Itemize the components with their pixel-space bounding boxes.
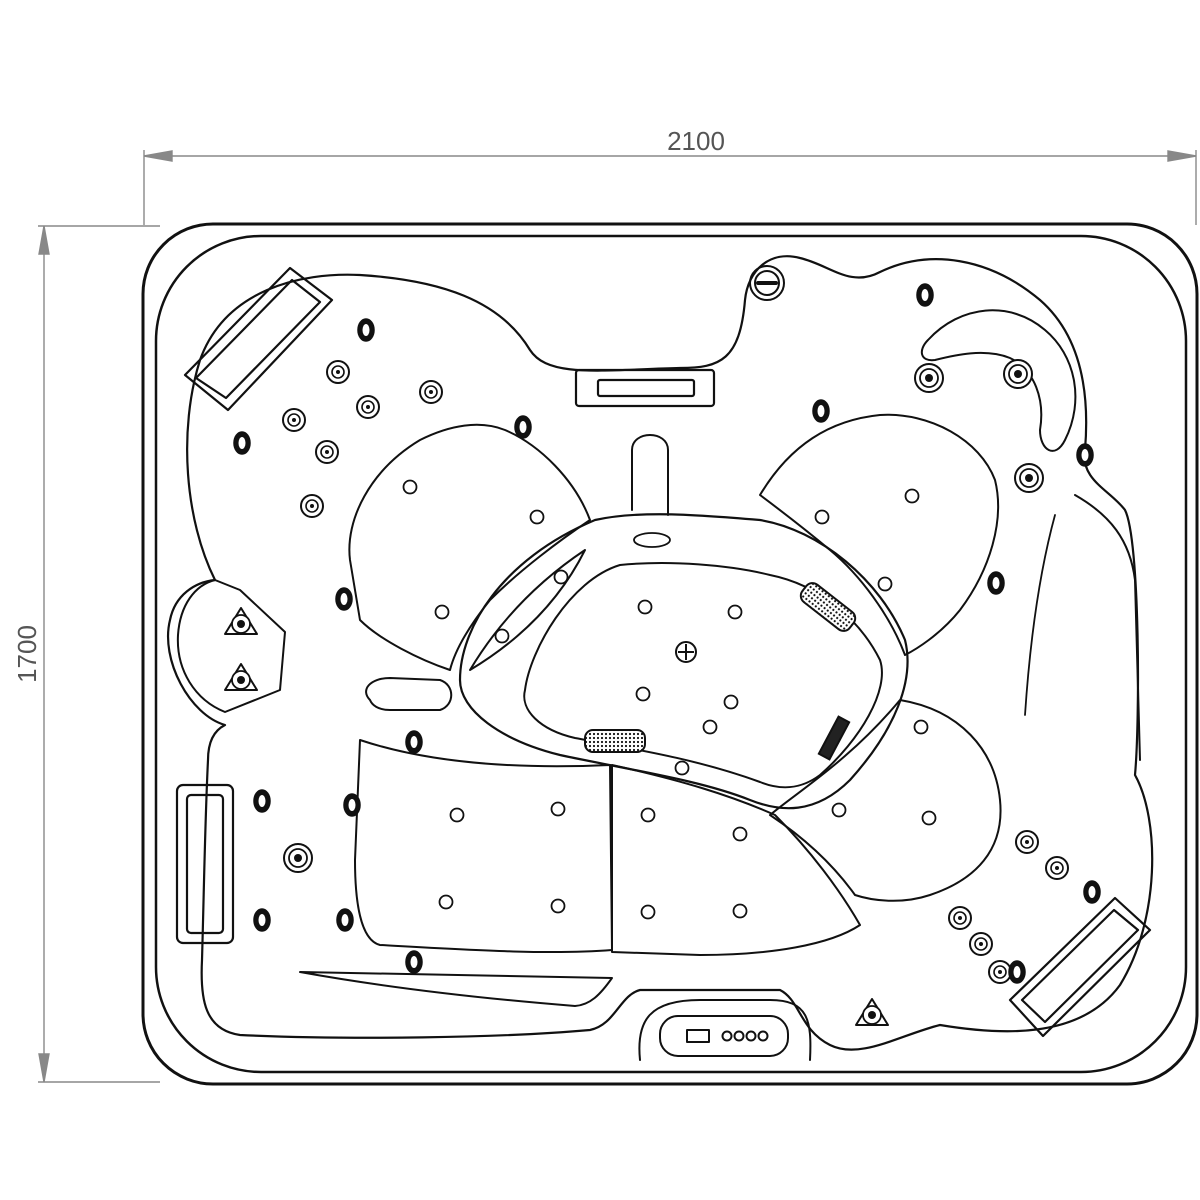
headrest-top-left (183, 266, 334, 412)
right-channel (1074, 494, 1141, 761)
seat-bottom-left (354, 739, 613, 954)
rotating-jet (343, 793, 361, 817)
center-floor-jet (675, 641, 697, 663)
rotating-jet (405, 730, 423, 754)
directional-jet (855, 998, 889, 1026)
rotating-jet (916, 283, 934, 307)
rotating-jet (812, 399, 830, 423)
left-step (365, 677, 453, 711)
hydro-jet (1045, 856, 1069, 880)
rotating-jet (336, 908, 354, 932)
suction-grille (817, 715, 851, 761)
width-dimension (143, 150, 1197, 225)
top-rim (154, 234, 1188, 1074)
massage-jet (914, 363, 944, 393)
air-jet (434, 604, 450, 620)
hydro-jet (419, 380, 443, 404)
bottom-ledge (299, 971, 613, 1007)
rotating-jet (253, 789, 271, 813)
height-dimension (38, 225, 160, 1083)
rotating-jet (987, 571, 1005, 595)
air-jet (640, 807, 656, 823)
top-right-curl (920, 309, 1077, 452)
control-panel (638, 999, 812, 1061)
air-jet (529, 509, 545, 525)
top-divider-pillar (631, 434, 669, 516)
rotating-jet (1083, 880, 1101, 904)
air-jet (550, 898, 566, 914)
directional-jet (224, 663, 258, 691)
air-jet (553, 569, 569, 585)
rotating-jet (253, 908, 271, 932)
hydro-jet (1015, 830, 1039, 854)
footwell-outer (458, 513, 909, 810)
air-jet (904, 488, 920, 504)
seat-top-left (348, 423, 591, 671)
hydro-jet (300, 494, 324, 518)
air-jet (723, 694, 739, 710)
air-jet (449, 807, 465, 823)
rotating-jet (357, 318, 375, 342)
headrest-bottom-right (1008, 896, 1152, 1038)
air-jet (402, 479, 418, 495)
massage-jet (283, 843, 313, 873)
headrest-left (175, 783, 235, 945)
top-drain-cover (749, 265, 785, 301)
hydro-jet (988, 960, 1012, 984)
rotating-jet (405, 950, 423, 974)
air-jet (921, 810, 937, 826)
air-jet (674, 760, 690, 776)
hydro-jet (948, 906, 972, 930)
footwell-side-curve (469, 549, 586, 671)
skimmer (574, 368, 716, 408)
rotating-jet (233, 431, 251, 455)
air-jet (438, 894, 454, 910)
hydro-jet (356, 395, 380, 419)
seat-bottom-mid (611, 764, 861, 956)
air-jet (732, 903, 748, 919)
air-jet (831, 802, 847, 818)
air-jet (732, 826, 748, 842)
directional-jet (224, 607, 258, 635)
hydro-jet (969, 932, 993, 956)
air-jet (727, 604, 743, 620)
air-jet (702, 719, 718, 735)
center-drain (633, 532, 671, 548)
seat-bottom-right (769, 699, 1002, 902)
air-jet (877, 576, 893, 592)
spa-shell (141, 222, 1199, 1086)
hydro-jet (282, 408, 306, 432)
right-channel-inner (1024, 514, 1056, 716)
air-jet (640, 904, 656, 920)
rotating-jet (514, 415, 532, 439)
air-jet (637, 599, 653, 615)
air-jet (635, 686, 651, 702)
air-jet (550, 801, 566, 817)
outer-frame (141, 222, 1199, 1086)
air-jet (814, 509, 830, 525)
hydro-jet (315, 440, 339, 464)
basin-outline (167, 255, 1154, 1051)
suction-grille (799, 582, 857, 632)
width-dimension-label: 2100 (667, 126, 725, 156)
massage-jet (1014, 463, 1044, 493)
footwell-inner (523, 562, 883, 789)
rotating-jet (335, 587, 353, 611)
jets (224, 283, 1101, 1026)
hydro-jet (326, 360, 350, 384)
massage-jet (1003, 359, 1033, 389)
left-side-seat (176, 579, 286, 713)
air-jet (913, 719, 929, 735)
rotating-jet (1008, 960, 1026, 984)
suction-grille (584, 729, 646, 753)
height-dimension-label: 1700 (12, 625, 42, 683)
rotating-jet (1076, 443, 1094, 467)
air-jet (494, 628, 510, 644)
suction-grilles (584, 582, 857, 761)
seat-top-right (759, 413, 999, 656)
